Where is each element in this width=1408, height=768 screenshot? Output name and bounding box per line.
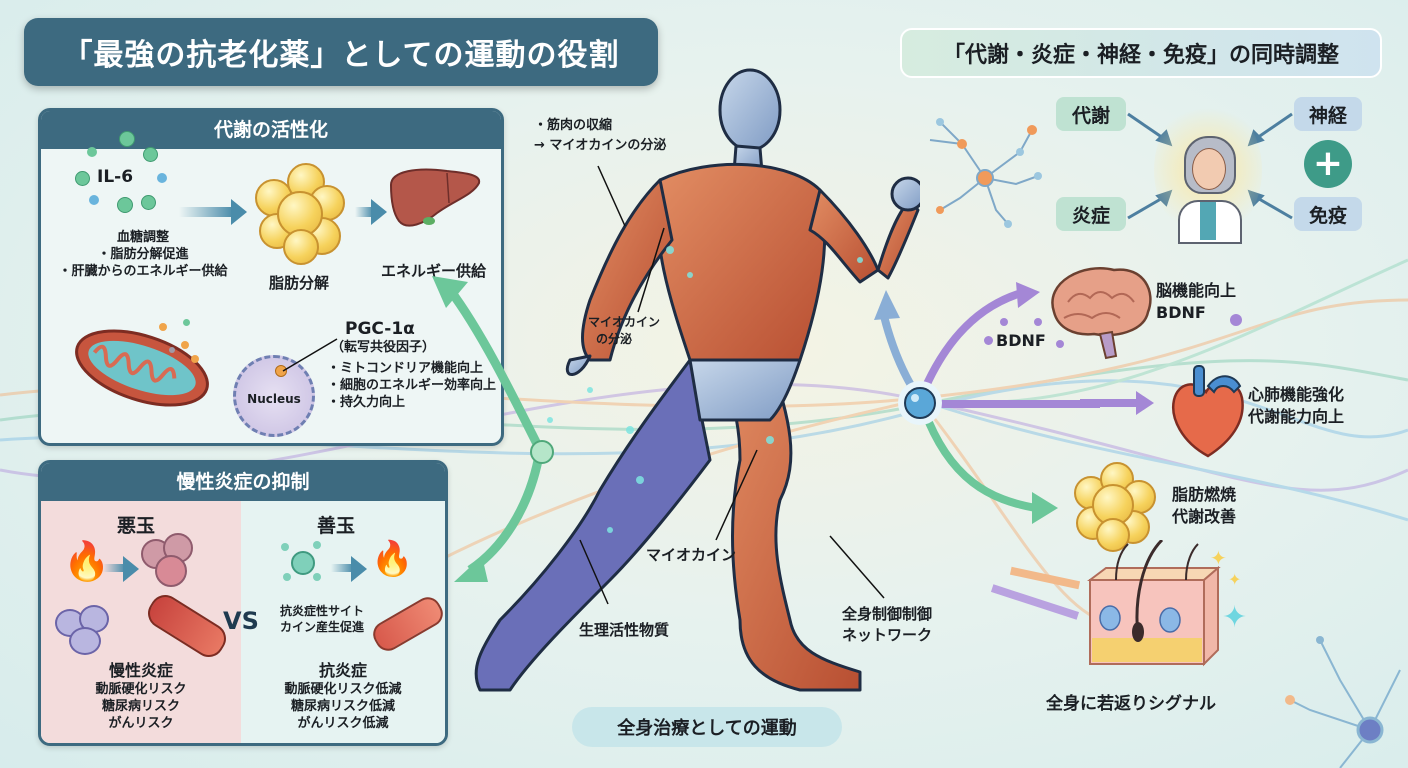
muscle-contraction-note: ・筋肉の収縮 → マイオカインの分泌 <box>534 118 667 153</box>
bad-title: 悪玉 <box>117 515 156 537</box>
bdnf-particle-icon <box>1034 318 1042 326</box>
neuron-icon <box>929 118 1042 228</box>
tag-metabolism: 代謝 <box>1056 97 1126 131</box>
arrow-bad-icon <box>103 556 139 582</box>
arm-myokine-label: マイオカイン の分泌 <box>588 315 661 346</box>
sparkle-icon: ✦ <box>1210 546 1227 570</box>
vs-label: VS <box>223 607 259 635</box>
feedback-arrows-icon <box>432 276 554 582</box>
pgc-bullet: ・細胞のエネルギー効率向上 <box>327 378 497 393</box>
il6-label: IL-6 <box>97 167 134 187</box>
pgc-pointer-line <box>282 338 338 372</box>
pgc-subtitle: （転写共役因子） <box>331 340 436 355</box>
bdnf-molecule-icon <box>1226 310 1246 330</box>
bdnf-particle-icon <box>1000 318 1008 326</box>
inflammation-panel: 慢性炎症の抑制 悪玉 🔥 VS 善玉 🔥 抗炎症性サイト カイン産生促進 慢性炎… <box>38 460 448 746</box>
fat-cell-cluster-icon <box>1070 462 1156 552</box>
fat-breakdown-label: 脂肪分解 <box>269 274 330 292</box>
tag-immunity: 免疫 <box>1294 197 1362 231</box>
il6-effects: 血糖調整 ・脂肪分解促進 ・肝臓からのエネルギー供給 <box>58 230 228 279</box>
arrow-fat-to-liver-icon <box>355 199 387 225</box>
tag-nerve: 神経 <box>1294 97 1362 131</box>
cytokine-text: 抗炎症性サイト カイン産生促進 <box>279 604 364 634</box>
liver-icon <box>389 168 481 227</box>
fire-icon: 🔥 <box>63 539 111 583</box>
myokine-label: マイオカイン <box>646 546 737 564</box>
immune-cells-icon <box>55 605 115 655</box>
fire-icon: 🔥 <box>371 539 414 579</box>
skin-cross-section-icon <box>1087 540 1221 667</box>
rejuvenation-label: 全身に若返りシグナル <box>1046 694 1216 714</box>
tag-inflammation: 炎症 <box>1056 197 1126 231</box>
nucleus-icon: Nucleus <box>233 355 315 437</box>
metabolism-panel: 代謝の活性化 IL-6 血糖調整 ・脂肪分解促進 ・肝臓からのエネルギー供給 脂… <box>38 108 504 446</box>
nucleus-label: Nucleus <box>247 392 301 406</box>
anti-inflammatory-cytokine-icon <box>281 541 321 581</box>
inflamed-cells-icon <box>141 533 197 587</box>
signal-hub-arrows <box>874 282 1100 524</box>
bdnf-arrow-label: BDNF <box>996 331 1046 350</box>
arrow-good-icon <box>331 556 367 582</box>
plus-icon: + <box>1304 140 1352 188</box>
bdnf-particle-icon <box>984 336 993 345</box>
sparkle-icon: ✦ <box>1228 570 1242 589</box>
fat-cell-cluster-icon <box>249 163 345 265</box>
brain-effect-label: 脳機能向上 BDNF <box>1156 281 1237 322</box>
network-label: 全身制御制御 ネットワーク <box>842 605 933 644</box>
fat-burn-label: 脂肪燃焼 代謝改善 <box>1172 485 1237 526</box>
heart-effect-label: 心肺機能強化 代謝能力向上 <box>1248 385 1345 426</box>
good-summary: 抗炎症 動脈硬化リスク低減 糖尿病リスク低減 がんリスク低減 <box>284 661 402 731</box>
heart-icon <box>1172 365 1244 458</box>
pgc-block: PGC-1α （転写共役因子） ・ミトコンドリア機能向上 ・細胞のエネルギー効率… <box>327 319 496 411</box>
pgc-bullet: ・ミトコンドリア機能向上 <box>327 361 484 376</box>
bdnf-particle-icon <box>1056 340 1064 348</box>
bioactive-substance-label: 生理活性物質 <box>579 621 670 639</box>
bottom-caption-pill: 全身治療としての運動 <box>572 707 842 747</box>
pgc-bullet: ・持久力向上 <box>327 395 406 410</box>
pgc-marker-icon <box>275 365 287 377</box>
metabolism-panel-heading: 代謝の活性化 <box>41 111 501 149</box>
neuron-icon <box>1285 636 1401 768</box>
sparkle-icon: ✦ <box>1222 600 1248 635</box>
arrow-il6-to-fat-icon <box>179 199 247 225</box>
elderly-woman-avatar <box>1178 136 1242 244</box>
pgc-name: PGC-1α <box>345 319 415 339</box>
brain-icon <box>1051 267 1152 360</box>
bad-summary: 慢性炎症 動脈硬化リスク 糖尿病リスク がんリスク <box>95 661 187 731</box>
running-figure-illustration <box>474 68 920 692</box>
heart-arrow-head-icon <box>1136 391 1154 415</box>
inflammation-panel-heading: 慢性炎症の抑制 <box>41 463 445 501</box>
energy-supply-label: エネルギー供給 <box>381 262 487 280</box>
page-title: 「最強の抗老化薬」としての運動の役割 <box>24 18 658 86</box>
regulation-heading: 「代謝・炎症・神経・免疫」の同時調整 <box>900 28 1382 78</box>
good-title: 善玉 <box>317 515 356 537</box>
heart-arrow-icon <box>1080 399 1140 407</box>
